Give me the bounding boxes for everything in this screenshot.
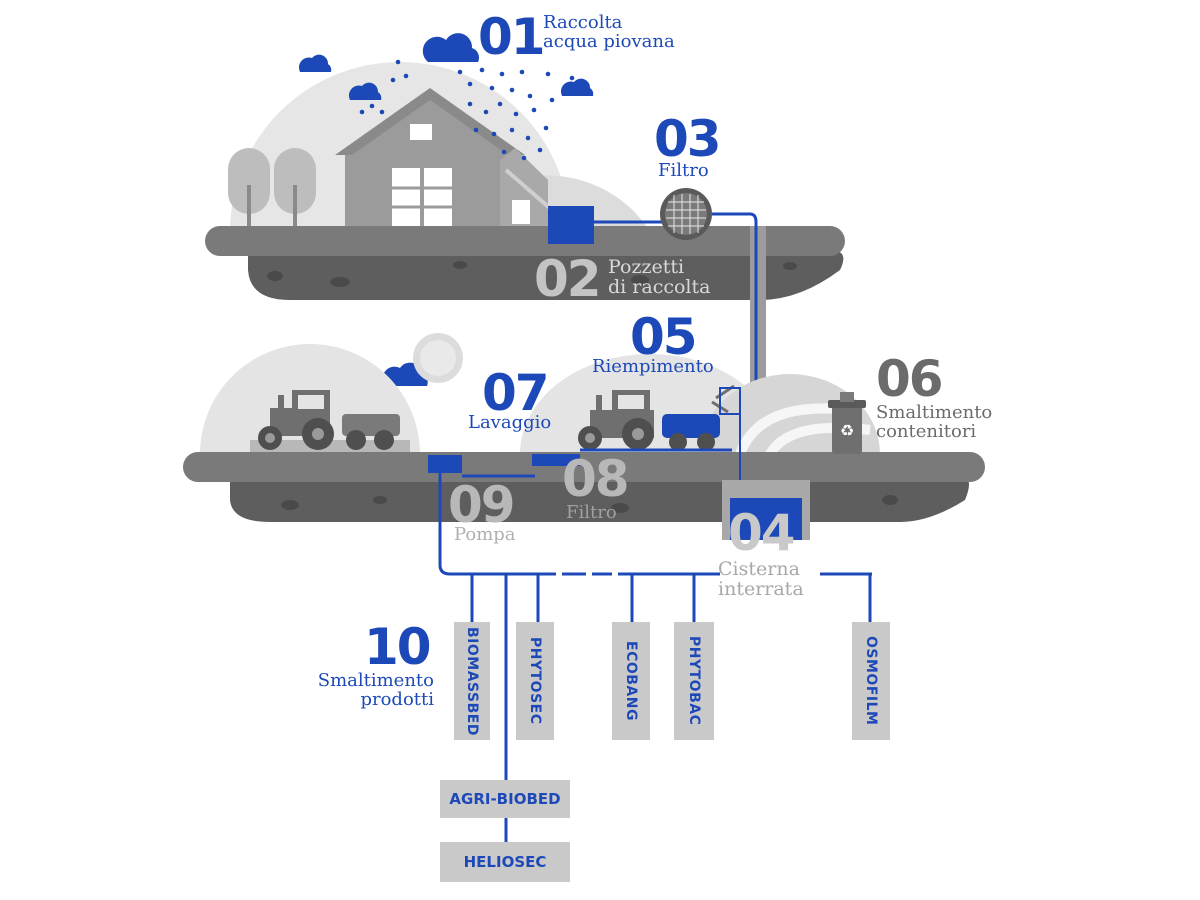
tree-icon (228, 148, 316, 227)
pipe-upper (594, 212, 758, 505)
recycle-bin-icon: ♻ (828, 392, 866, 454)
filter-mesh-icon (532, 454, 580, 466)
tank-icon (722, 480, 810, 540)
step-02-number: 02 (534, 250, 602, 308)
svg-text:♻: ♻ (840, 421, 854, 440)
distribution-pipe (438, 473, 872, 845)
step-06-number: 06 (876, 350, 944, 408)
step-05-label: Riempimento (592, 356, 714, 377)
step-03-label: Filtro (658, 160, 709, 181)
product-agri-biobed[interactable]: AGRI-BIOBED (440, 780, 570, 818)
tractor-icon (578, 384, 741, 451)
cloud-icon (298, 33, 594, 386)
product-phytobac[interactable]: PHYTOBAC (674, 622, 714, 740)
step-04-number: 04 (728, 504, 796, 562)
step-08-number: 08 (562, 450, 630, 508)
product-osmofilm[interactable]: OSMOFILM (852, 622, 890, 740)
rain-icon (359, 59, 575, 161)
sprayer-tank-icon (662, 414, 720, 438)
step-10-number: 10 (364, 618, 432, 676)
product-phytosec[interactable]: PHYTOSEC (516, 622, 554, 740)
step-09-number: 09 (448, 476, 516, 534)
wash-pit-icon (428, 455, 462, 473)
step-05-number: 05 (630, 308, 698, 366)
collection-well-icon (548, 206, 594, 244)
product-heliosec[interactable]: HELIOSEC (440, 842, 570, 882)
step-07-label: Lavaggio (468, 412, 552, 433)
house-icon (335, 88, 554, 230)
step-08-label: Filtro (566, 502, 617, 523)
step-03-number: 03 (654, 110, 722, 168)
tractor-icon (258, 390, 400, 450)
product-biomassbed[interactable]: BIOMASSBED (454, 622, 490, 740)
product-ecobang[interactable]: ECOBANG (612, 622, 650, 740)
filter-icon (660, 188, 712, 240)
step-07-number: 07 (482, 364, 550, 422)
step-01-number: 01 (478, 8, 546, 66)
step-09-label: Pompa (454, 524, 516, 545)
upper-ground (205, 226, 845, 300)
